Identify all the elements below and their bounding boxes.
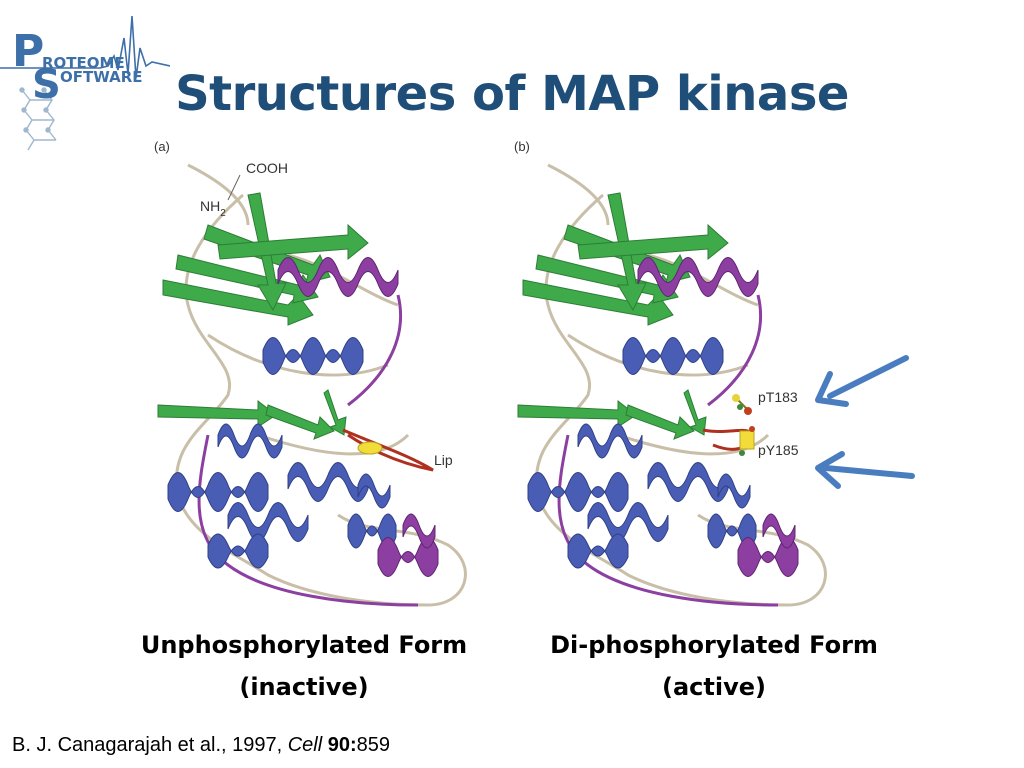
logo-letter-p: P bbox=[12, 26, 44, 77]
panel-b-label: (b) bbox=[514, 139, 530, 154]
logo-letter-s: S bbox=[32, 62, 61, 108]
panel-a-unphosphorylated: (a) COOH NH2 Lip bbox=[154, 139, 467, 607]
cooh-label: COOH bbox=[246, 160, 288, 176]
ribbon-model-a bbox=[156, 163, 467, 607]
caption-left-line2: (inactive) bbox=[239, 673, 369, 701]
slide-title: Structures of MAP kinase bbox=[175, 66, 849, 122]
panel-b-diphosphorylated: (b) pT183 pY185 bbox=[514, 139, 827, 607]
caption-diphosphorylated: Di-phosphorylated Form (active) bbox=[514, 624, 914, 708]
citation: B. J. Canagarajah et al., 1997, Cell 90:… bbox=[12, 734, 390, 757]
map-kinase-structures-figure: (a) COOH NH2 Lip (b) pT183 pY185 bbox=[154, 139, 827, 607]
caption-right-line1: Di-phosphorylated Form bbox=[550, 631, 878, 659]
py185-residue bbox=[739, 426, 755, 456]
citation-authors: B. J. Canagarajah et al., 1997, bbox=[12, 734, 288, 756]
lip-label: Lip bbox=[434, 452, 453, 468]
arrow-pt183-icon bbox=[815, 355, 909, 407]
proteome-software-logo: P ROTEOME S OFTWARE bbox=[0, 15, 170, 151]
citation-page: 859 bbox=[356, 734, 391, 756]
pt183-residue bbox=[732, 394, 752, 415]
lip-residues bbox=[357, 441, 383, 455]
panel-a-label: (a) bbox=[154, 139, 170, 154]
nh2-label: NH2 bbox=[200, 198, 226, 219]
activation-lip bbox=[342, 428, 434, 472]
pt183-label: pT183 bbox=[758, 389, 798, 405]
citation-volume: 90: bbox=[327, 734, 357, 756]
ribbon-model-b bbox=[516, 163, 827, 607]
citation-journal: Cell bbox=[287, 734, 323, 756]
logo-word-proteome: ROTEOME bbox=[42, 54, 125, 72]
caption-left-line1: Unphosphorylated Form bbox=[140, 631, 468, 659]
py185-label: pY185 bbox=[758, 442, 799, 458]
caption-right-line2: (active) bbox=[662, 673, 766, 701]
caption-unphosphorylated: Unphosphorylated Form (inactive) bbox=[104, 624, 504, 708]
arrow-py185-icon bbox=[815, 451, 915, 489]
logo-word-software: OFTWARE bbox=[60, 68, 143, 86]
molecule-chain-icon bbox=[19, 87, 57, 151]
peak-line-icon bbox=[0, 15, 170, 79]
